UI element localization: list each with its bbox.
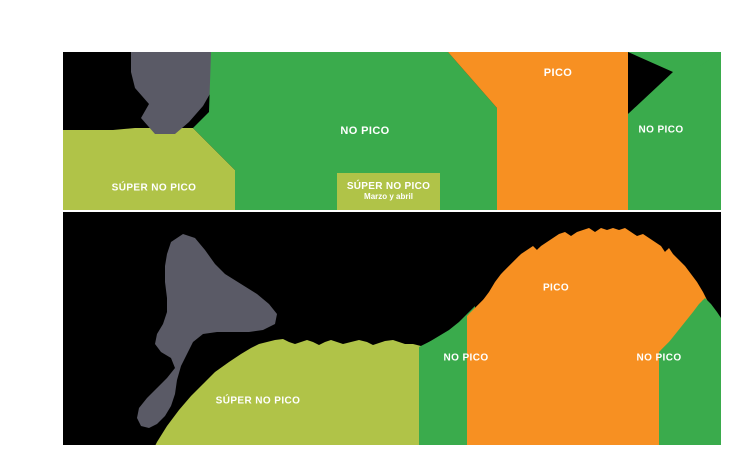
callout-title: SÚPER NO PICO bbox=[346, 181, 431, 192]
region-super-no-pico-early bbox=[63, 128, 235, 210]
season-band-shapes bbox=[63, 52, 721, 210]
season-area-shapes bbox=[63, 228, 721, 445]
area-pico-body bbox=[469, 228, 715, 445]
region-no-pico-mid bbox=[193, 52, 497, 210]
area-no-pico-left-shoulder bbox=[419, 306, 475, 445]
blob-otro bbox=[137, 234, 277, 428]
region-otro-wedge bbox=[131, 52, 211, 134]
region-no-pico-late-fill bbox=[628, 52, 721, 210]
area-no-pico-right-body bbox=[661, 298, 721, 445]
super-no-pico-area bbox=[63, 339, 467, 445]
callout-super-no-pico: SÚPER NO PICO Marzo y abril bbox=[337, 173, 440, 210]
callout-subtitle: Marzo y abril bbox=[364, 192, 413, 201]
region-pico bbox=[448, 52, 628, 210]
